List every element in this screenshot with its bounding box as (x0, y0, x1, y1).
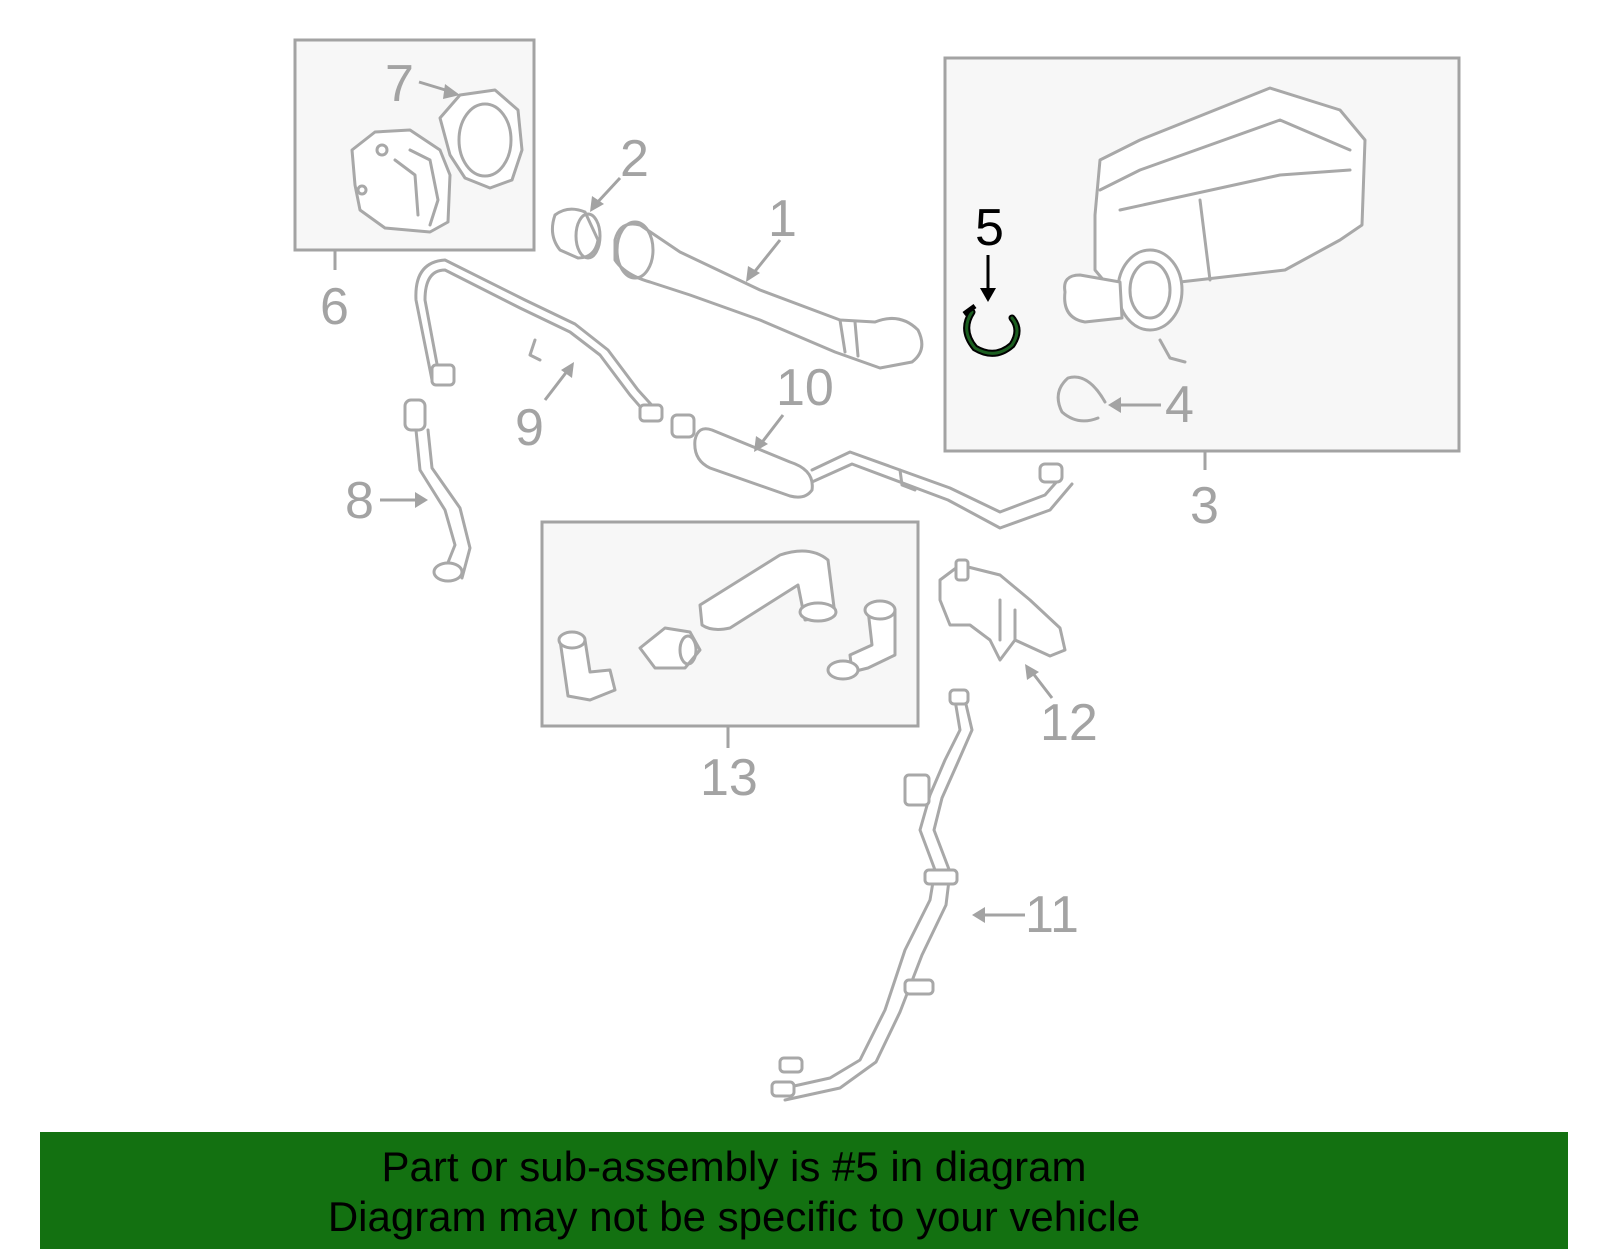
part-elbow-fitting[interactable] (557, 630, 617, 702)
callout-8: 8 (345, 472, 374, 530)
callout-1: 1 (768, 190, 797, 248)
callout-13: 13 (700, 749, 758, 807)
callout-11: 11 (1025, 886, 1079, 944)
part-connector[interactable] (638, 626, 702, 670)
callout-2: 2 (620, 130, 649, 188)
part-vent-tube-9[interactable] (414, 258, 664, 423)
part-s-hose[interactable] (826, 599, 897, 681)
callout-4: 4 (1165, 376, 1194, 434)
callout-9: 9 (515, 399, 544, 457)
part-gasket[interactable] (438, 88, 524, 190)
callout-6: 6 (320, 278, 349, 336)
part-bent-hose[interactable] (698, 549, 838, 631)
part-hose-10[interactable] (670, 413, 1074, 530)
callout-3: 3 (1190, 477, 1219, 535)
callout-10: 10 (776, 359, 834, 417)
part-clamp-5-highlighted[interactable] (962, 303, 1021, 357)
callout-7: 7 (385, 55, 414, 113)
part-air-hose-1[interactable] (613, 220, 924, 370)
group-box-13 (540, 520, 920, 748)
part-air-cleaner-housing[interactable] (1063, 86, 1367, 364)
leader-lines (380, 80, 1161, 923)
banner-line-1: Part or sub-assembly is #5 in diagram (381, 1143, 1087, 1190)
part-line-11[interactable] (770, 688, 974, 1102)
part-hose-8[interactable] (403, 398, 472, 583)
callout-12: 12 (1040, 694, 1098, 752)
callout-5: 5 (975, 199, 1004, 257)
part-valve-12[interactable] (938, 558, 1067, 662)
info-banner: Part or sub-assembly is #5 in diagram Di… (40, 1132, 1568, 1249)
part-throttle-body[interactable] (350, 128, 452, 234)
part-coupling-2[interactable] (550, 207, 602, 260)
banner-line-2: Diagram may not be specific to your vehi… (327, 1193, 1141, 1240)
part-clamp-4[interactable] (1056, 375, 1107, 423)
